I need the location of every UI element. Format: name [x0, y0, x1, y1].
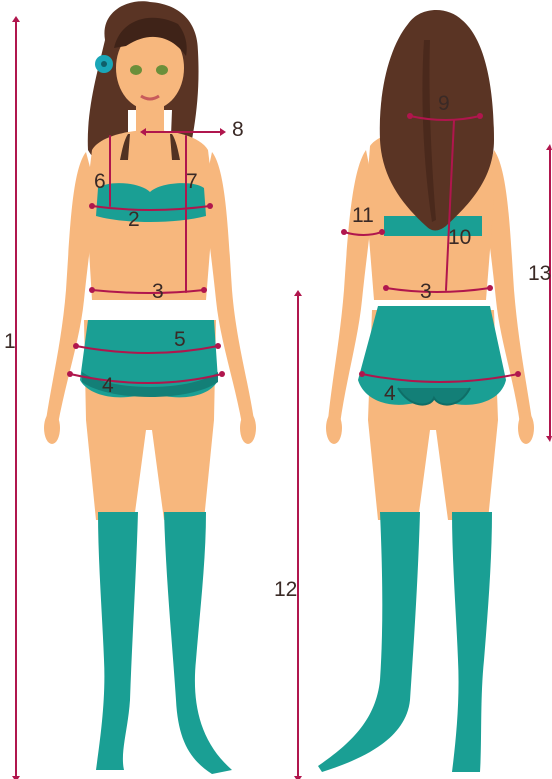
- label-2: 2: [128, 208, 140, 231]
- label-3-back: 3: [420, 280, 432, 303]
- label-6: 6: [94, 170, 106, 193]
- label-12: 12: [274, 578, 297, 601]
- label-7: 7: [186, 170, 198, 193]
- label-10: 10: [448, 226, 471, 249]
- label-3-front: 3: [152, 280, 164, 303]
- label-13: 13: [528, 262, 551, 285]
- label-11: 11: [352, 204, 374, 227]
- label-8: 8: [232, 118, 244, 141]
- measure-line-13: [546, 144, 552, 442]
- label-5: 5: [174, 328, 186, 351]
- label-4-back: 4: [384, 382, 396, 405]
- measure-line-1: [12, 16, 20, 779]
- back-figure: [318, 10, 534, 772]
- label-4-front: 4: [102, 374, 114, 397]
- measure-line-12: [294, 290, 302, 779]
- label-1: 1: [4, 330, 16, 353]
- label-9: 9: [438, 92, 450, 115]
- front-figure: [44, 1, 256, 774]
